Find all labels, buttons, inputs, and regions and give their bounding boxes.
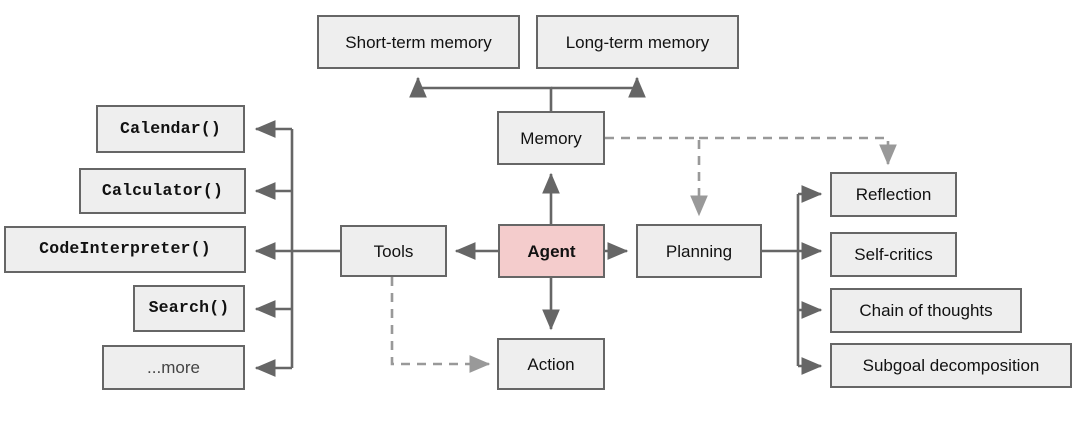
node-subgoal-decomposition-label: Subgoal decomposition — [862, 356, 1040, 375]
node-long-term-memory-label: Long-term memory — [565, 32, 710, 52]
edge-memory-short-term — [409, 76, 553, 111]
node-tools-label: Tools — [373, 241, 414, 261]
node-subgoal-decomposition[interactable]: Subgoal decomposition — [830, 343, 1072, 388]
node-reflection-label: Reflection — [855, 185, 932, 204]
node-agent[interactable]: Agent — [498, 224, 605, 278]
node-action-label: Action — [527, 354, 575, 374]
node-code-interpreter-label: CodeInterpreter() — [39, 239, 211, 259]
node-chain-of-thoughts-label: Chain of thoughts — [859, 301, 993, 320]
node-long-term-memory[interactable]: Long-term memory — [536, 15, 739, 69]
node-search-label: Search() — [148, 298, 230, 318]
node-short-term-memory-label: Short-term memory — [345, 32, 492, 52]
node-short-term-memory[interactable]: Short-term memory — [317, 15, 520, 69]
node-chain-of-thoughts[interactable]: Chain of thoughts — [830, 288, 1022, 333]
node-self-critics-label: Self-critics — [854, 245, 933, 264]
node-agent-label: Agent — [527, 241, 576, 261]
node-more-label: ...more — [147, 358, 200, 377]
edge-memory-planning-dashed — [605, 136, 708, 217]
edge-memory-long-term — [551, 76, 646, 98]
node-memory-label: Memory — [520, 128, 582, 148]
node-memory[interactable]: Memory — [497, 111, 605, 165]
node-calendar[interactable]: Calendar() — [96, 105, 245, 153]
node-calculator[interactable]: Calculator() — [79, 168, 246, 214]
node-more[interactable]: ...more — [102, 345, 245, 390]
node-calendar-label: Calendar() — [119, 118, 222, 138]
node-reflection[interactable]: Reflection — [830, 172, 957, 217]
node-tools[interactable]: Tools — [340, 225, 447, 277]
node-planning-label: Planning — [665, 241, 733, 261]
edge-memory-reflection-dashed — [699, 136, 897, 166]
node-action[interactable]: Action — [497, 338, 605, 390]
node-self-critics[interactable]: Self-critics — [830, 232, 957, 277]
node-code-interpreter[interactable]: CodeInterpreter() — [4, 226, 246, 273]
node-planning[interactable]: Planning — [636, 224, 762, 278]
node-search[interactable]: Search() — [133, 285, 245, 332]
edge-tools-action-dashed — [390, 277, 491, 373]
node-calculator-label: Calculator() — [101, 180, 224, 200]
